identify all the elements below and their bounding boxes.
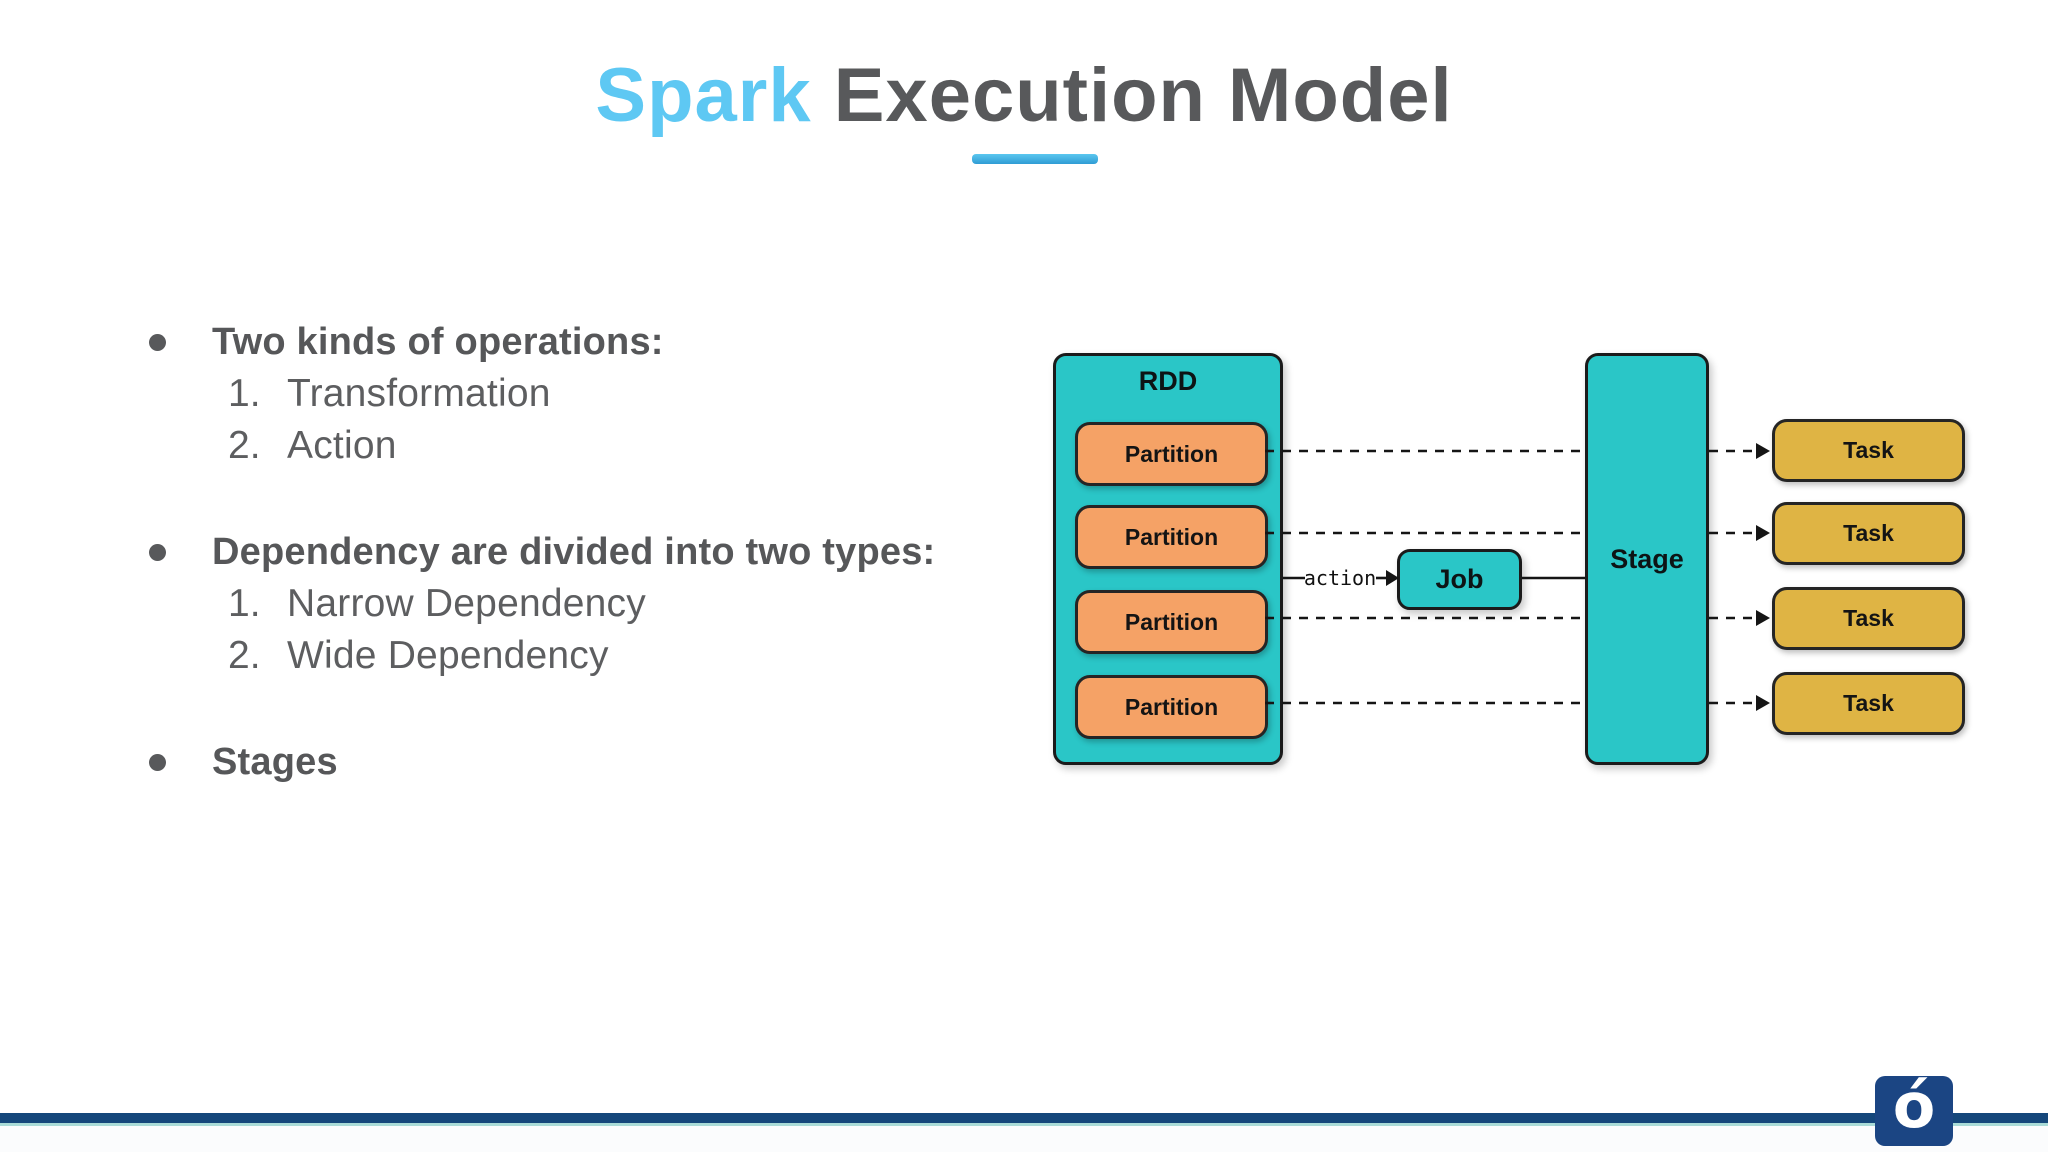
list-item-text: Wide Dependency [287,634,609,677]
task-box: Task [1772,672,1965,735]
list-item-number: 1. [228,582,261,625]
list-item-number: 2. [228,424,261,467]
list-item-text: Action [287,424,397,467]
bullet-group-stages: Stages [149,736,935,788]
title-underline [972,154,1098,164]
title-highlight: Spark [595,53,812,138]
bullet-dot-icon [149,543,166,561]
logo-glyph: ó [1892,1069,1936,1142]
rdd-box: RDD Partition Partition Partition Partit… [1053,353,1283,765]
list-item: 2. Action [149,420,935,472]
list-item: 1. Transformation [149,368,935,420]
bullet-header-label: Stages [212,740,338,783]
list-item-number: 2. [228,634,261,677]
footer-bar [0,1113,2048,1123]
bullet-header-label: Dependency are divided into two types: [212,530,936,573]
stage-box: Stage [1585,353,1709,765]
page-title: Spark Execution Model [0,52,2048,139]
footer-accent-line [0,1123,2048,1126]
list-item-text: Narrow Dependency [287,582,646,625]
bullet-group-dependency: Dependency are divided into two types: 1… [149,526,935,682]
brand-logo: ó [1875,1069,1953,1146]
footer-strip [0,1126,2048,1152]
partition-box: Partition [1075,422,1268,486]
action-edge-label: action [1303,566,1377,590]
list-item: 2. Wide Dependency [149,630,935,682]
list-item-number: 1. [228,372,261,415]
list-item-text: Transformation [287,372,551,415]
bullet-header-label: Two kinds of operations: [212,320,664,363]
bullet-group-operations: Two kinds of operations: 1. Transformati… [149,316,935,472]
task-box: Task [1772,419,1965,482]
task-box: Task [1772,502,1965,565]
bullet-list: Two kinds of operations: 1. Transformati… [149,316,935,788]
job-box: Job [1397,549,1522,610]
title-rest: Execution Model [811,53,1453,138]
bullet-dot-icon [149,333,166,351]
partition-box: Partition [1075,590,1268,654]
bullet-dot-icon [149,753,166,771]
partition-box: Partition [1075,505,1268,569]
rdd-label: RDD [1138,366,1198,396]
partition-box: Partition [1075,675,1268,739]
bullet-header: Two kinds of operations: [149,316,935,368]
task-box: Task [1772,587,1965,650]
bullet-header: Dependency are divided into two types: [149,526,935,578]
list-item: 1. Narrow Dependency [149,578,935,630]
bullet-header: Stages [149,736,935,788]
